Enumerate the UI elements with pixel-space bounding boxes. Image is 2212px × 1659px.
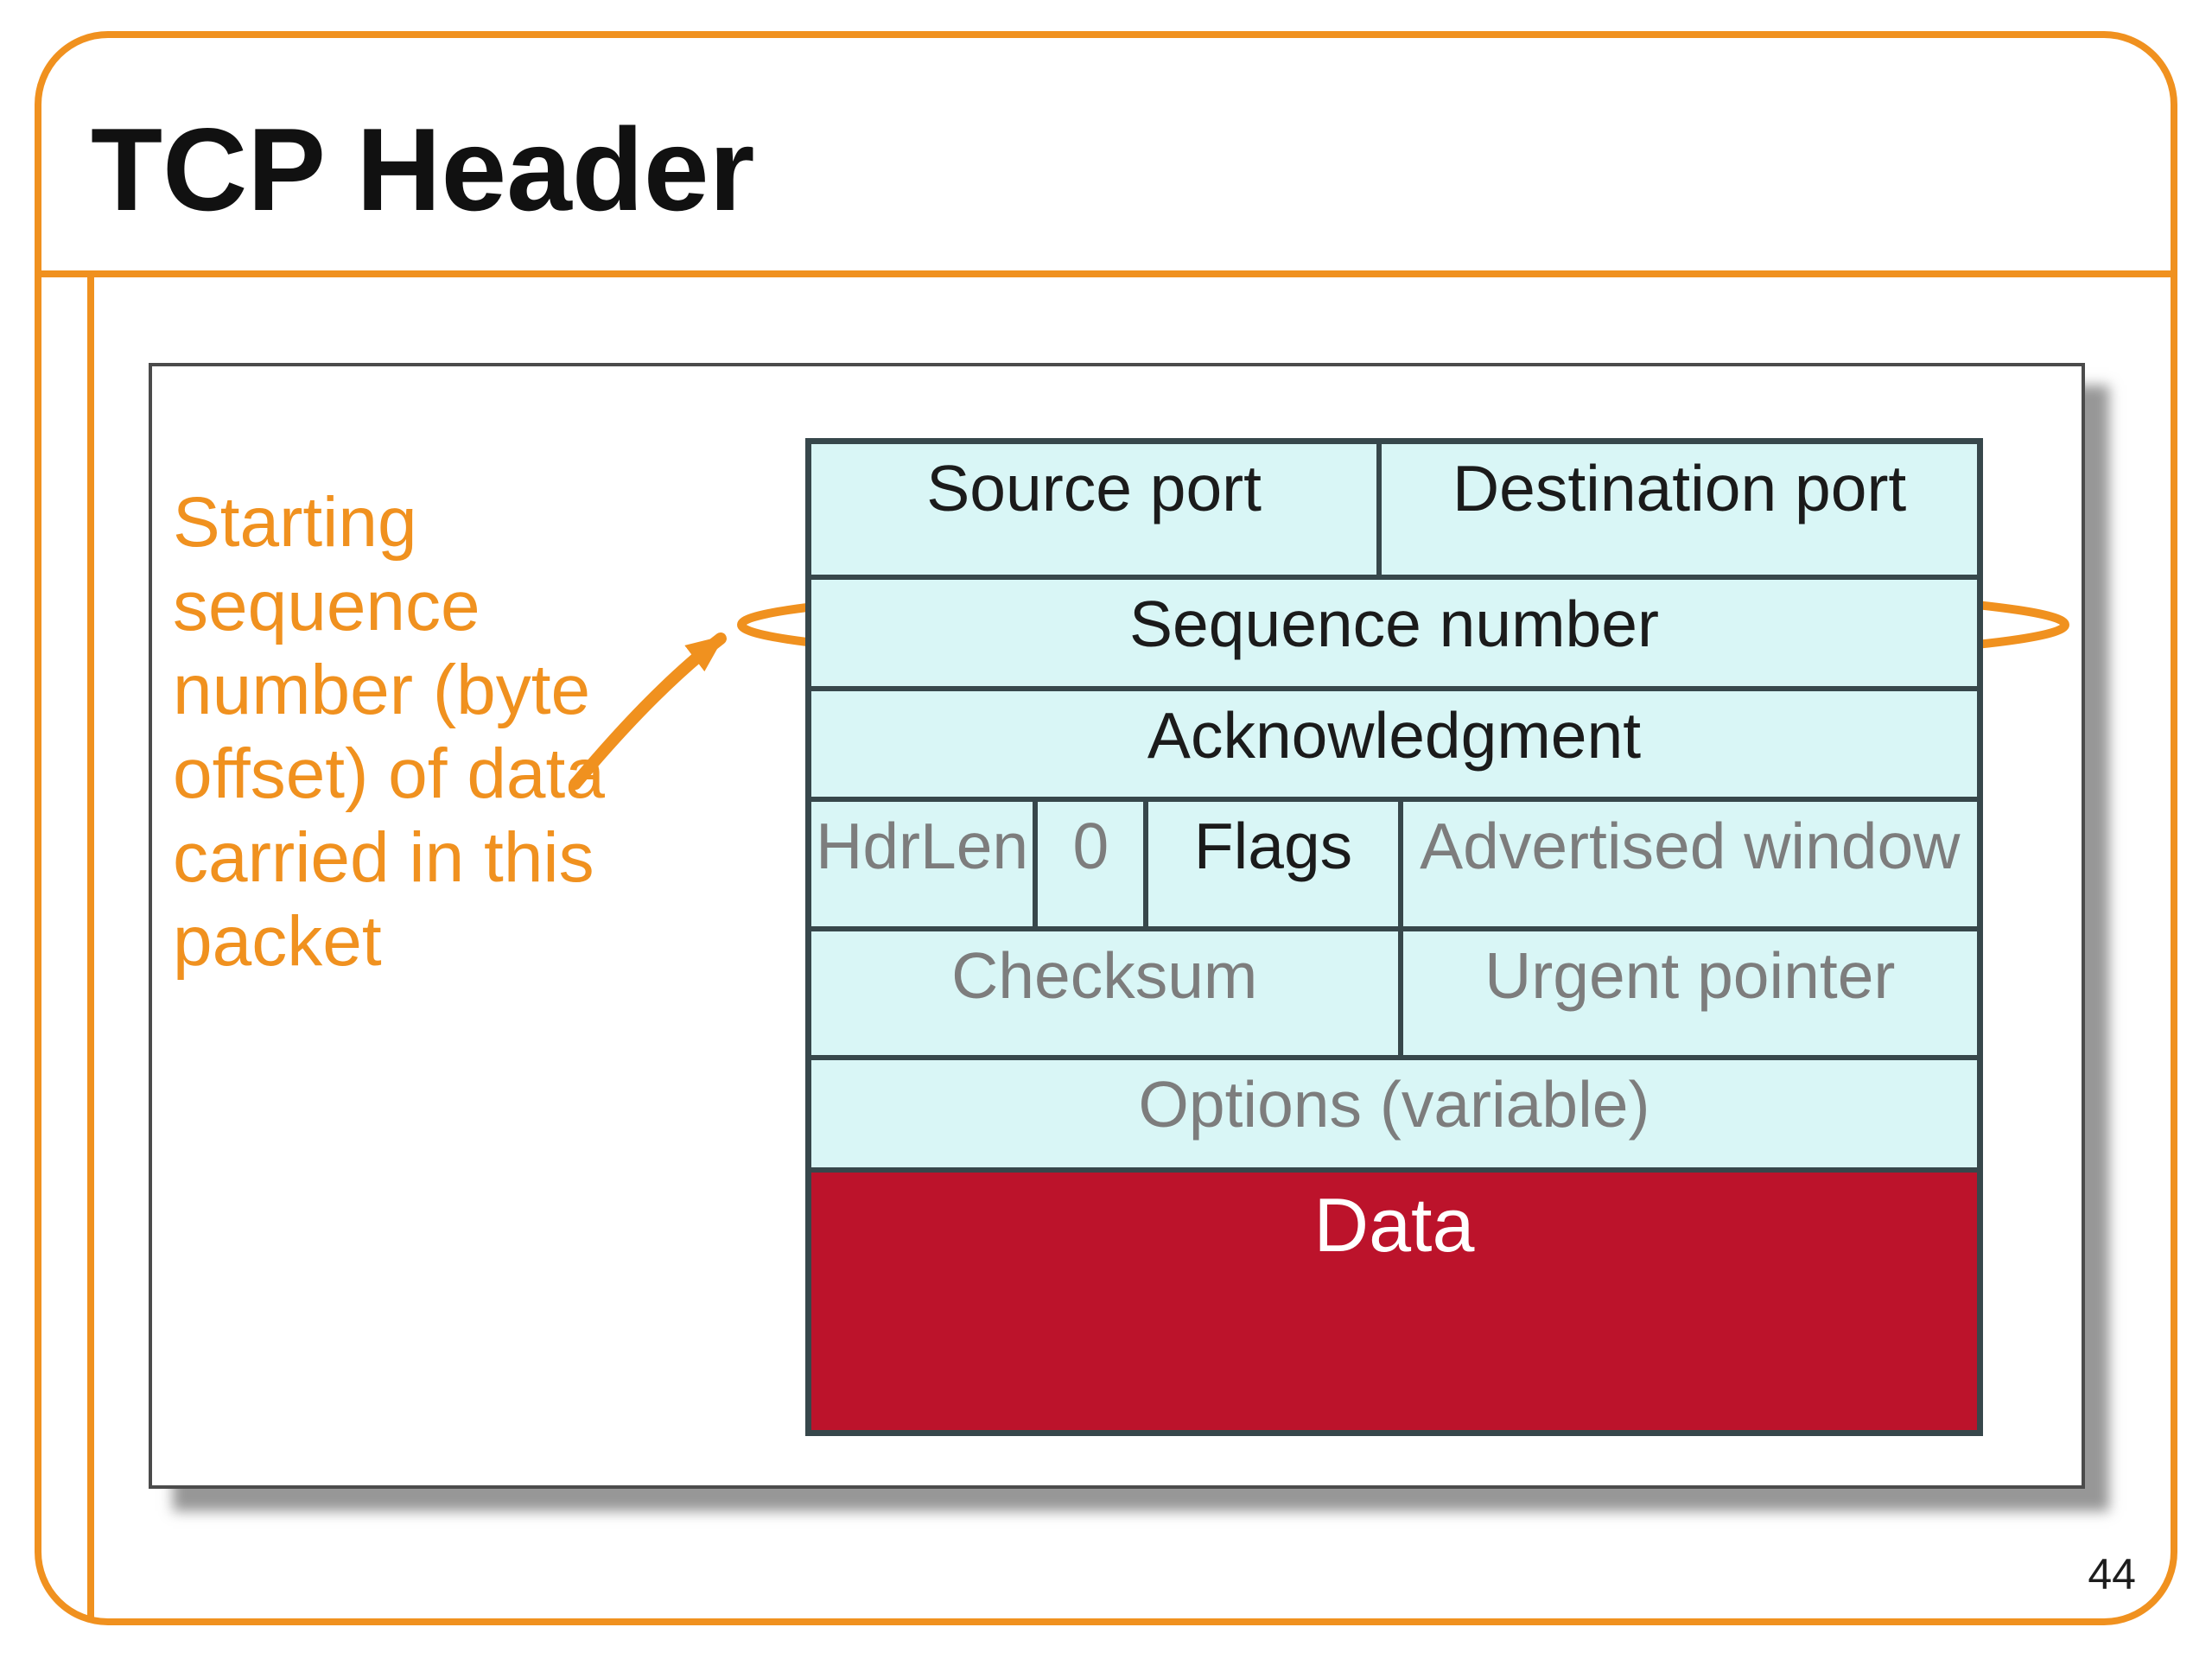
tcp-table-row: Data <box>811 1167 1977 1430</box>
tcp-field-sequence-number: Sequence number <box>811 580 1977 686</box>
annotation-line: carried in this <box>173 818 594 897</box>
annotation-line: Starting <box>173 483 417 562</box>
left-vertical-rule <box>87 270 94 1618</box>
annotation-line: sequence <box>173 567 480 645</box>
title-divider-rule <box>37 270 2175 277</box>
tcp-field-data: Data <box>811 1173 1977 1430</box>
tcp-table-row: Options (variable) <box>811 1055 1977 1167</box>
annotation-line: offset) of data <box>173 734 605 813</box>
page-number: 44 <box>2088 1550 2136 1599</box>
tcp-field-checksum: Checksum <box>811 931 1398 1055</box>
tcp-field-destination-port: Destination port <box>1376 444 1977 575</box>
tcp-table-row: Acknowledgment <box>811 686 1977 797</box>
page-title: TCP Header <box>91 104 755 235</box>
tcp-table-row: Sequence number <box>811 575 1977 686</box>
annotation-line: packet <box>173 902 382 981</box>
tcp-field-source-port: Source port <box>811 444 1377 575</box>
tcp-field-acknowledgment: Acknowledgment <box>811 691 1977 797</box>
tcp-field-flags: Flags <box>1143 802 1398 926</box>
tcp-field-advertised-window: Advertised window <box>1397 802 1977 926</box>
tcp-field-hdrlen: HdrLen <box>811 802 1033 926</box>
tcp-field-urgent-pointer: Urgent pointer <box>1397 931 1977 1055</box>
annotation-line: number (byte <box>173 651 591 729</box>
tcp-field-options-variable: Options (variable) <box>811 1060 1977 1167</box>
tcp-field-0: 0 <box>1033 802 1144 926</box>
slide-border-frame <box>35 31 2177 1625</box>
